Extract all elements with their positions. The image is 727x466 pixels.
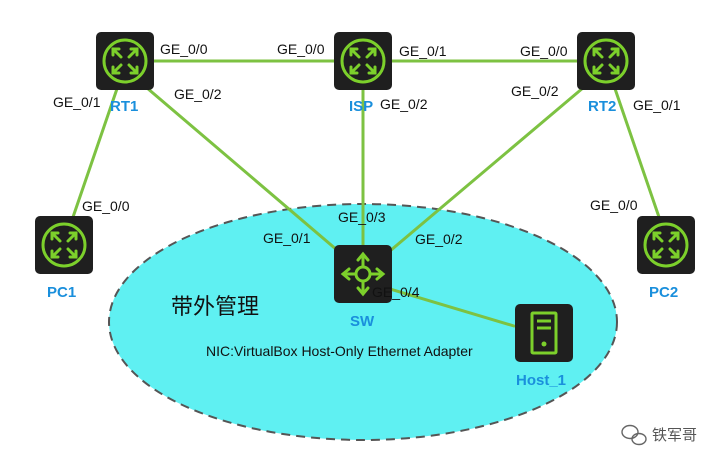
port-rt1-ge02: GE_0/2: [174, 86, 222, 102]
label-pc2: PC2: [649, 284, 678, 301]
device-rt2[interactable]: [575, 30, 637, 92]
device-pc1[interactable]: [33, 214, 95, 276]
port-rt1-ge01: GE_0/1: [53, 94, 101, 110]
link-rt2-sw: [382, 80, 592, 258]
router-icon: [332, 30, 394, 92]
router-icon: [635, 214, 697, 276]
port-isp-ge01: GE_0/1: [399, 43, 447, 59]
nic-label: NIC:VirtualBox Host-Only Ethernet Adapte…: [206, 343, 473, 359]
device-host1[interactable]: [513, 302, 575, 364]
label-host1: Host_1: [516, 372, 566, 389]
label-pc1: PC1: [47, 284, 76, 301]
link-rt1-pc1: [70, 78, 122, 222]
watermark: 铁军哥: [621, 424, 697, 446]
port-rt2-ge02: GE_0/2: [511, 83, 559, 99]
port-sw-ge03: GE_0/3: [338, 209, 386, 225]
server-icon: [513, 302, 575, 364]
port-rt2-ge01: GE_0/1: [633, 97, 681, 113]
port-rt1-ge00: GE_0/0: [160, 41, 208, 57]
port-isp-ge02: GE_0/2: [380, 96, 428, 112]
links: [70, 59, 662, 328]
device-isp[interactable]: [332, 30, 394, 92]
router-icon: [33, 214, 95, 276]
router-icon: [94, 30, 156, 92]
link-rt1-sw: [138, 80, 346, 258]
router-icon: [575, 30, 637, 92]
label-rt1: RT1: [110, 98, 138, 115]
port-sw-ge01: GE_0/1: [263, 230, 311, 246]
link-sw-host1: [378, 284, 516, 328]
label-rt2: RT2: [588, 98, 616, 115]
port-sw-ge02: GE_0/2: [415, 231, 463, 247]
device-rt1[interactable]: [94, 30, 156, 92]
port-isp-ge00: GE_0/0: [277, 41, 325, 57]
oob-zone-label: 带外管理: [171, 295, 259, 320]
label-sw: SW: [350, 313, 375, 330]
port-pc1-ge00: GE_0/0: [82, 198, 130, 214]
port-rt2-ge00: GE_0/0: [520, 43, 568, 59]
wechat-icon: [621, 424, 647, 446]
link-rt2-pc2: [610, 78, 662, 222]
watermark-text: 铁军哥: [652, 427, 697, 444]
device-pc2[interactable]: [635, 214, 697, 276]
port-pc2-ge00: GE_0/0: [590, 197, 638, 213]
label-isp: ISP: [349, 98, 373, 115]
port-sw-ge04: GE_0/4: [372, 284, 420, 300]
